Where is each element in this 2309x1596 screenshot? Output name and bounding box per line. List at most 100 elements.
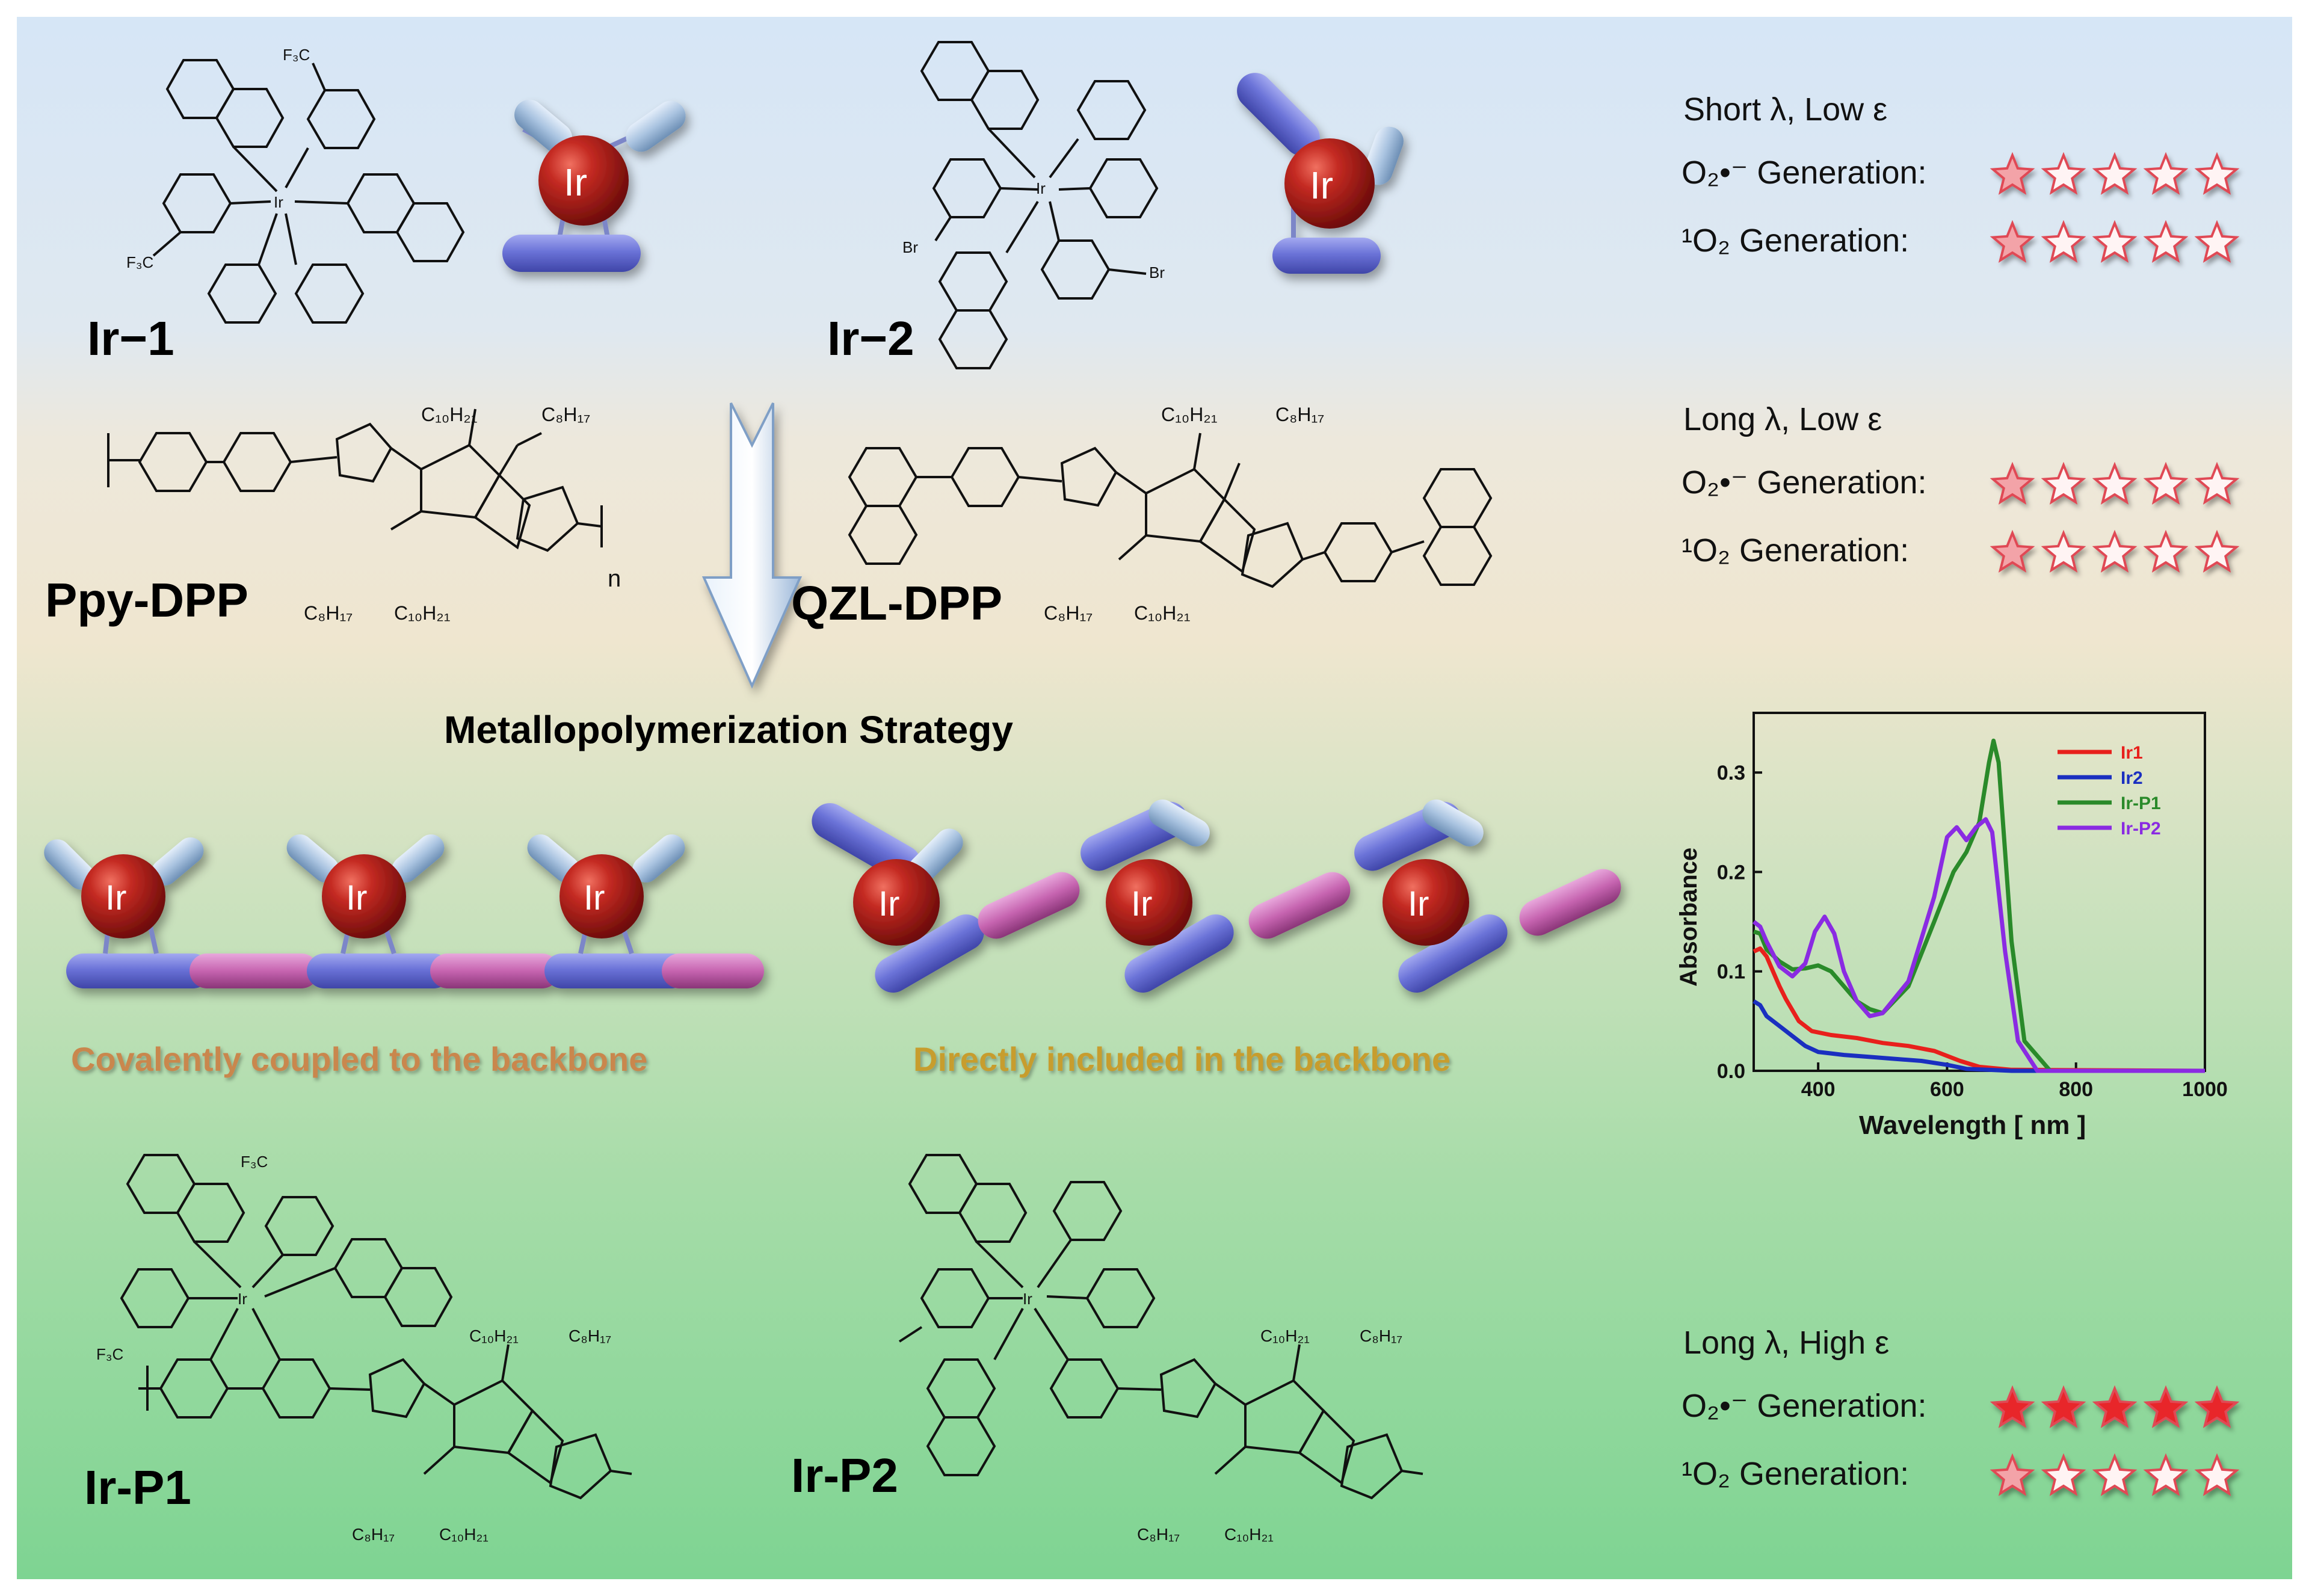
singlet-oxygen-3-star-4-icon	[2143, 1453, 2189, 1496]
label-ir2: Ir−2	[827, 312, 914, 365]
ppy-c10h21: C₁₀H₂₁	[421, 404, 478, 425]
chain2-ir-label-3: Ir	[1408, 884, 1429, 923]
ir1-cartoon	[502, 99, 686, 272]
singlet-oxygen-3-star-3-icon	[2092, 1453, 2138, 1496]
singlet-oxygen-3-star-2-icon	[2041, 1453, 2086, 1496]
irp2-c8h17-b: C₈H₁₇	[1137, 1525, 1180, 1544]
down-arrow	[701, 402, 803, 689]
series-line-ir2	[1753, 999, 2205, 1073]
superoxide-3-star-3-icon	[2092, 1385, 2138, 1428]
background-panel	[17, 17, 2292, 1579]
ir2-structure	[920, 41, 1159, 369]
ir2-cartoon-label: Ir	[1310, 164, 1333, 207]
singlet-oxygen-1-star-5-icon	[2194, 220, 2240, 263]
superoxide-3-star-5-icon	[2194, 1385, 2240, 1428]
series-line-ir-p2	[1752, 817, 2205, 1073]
y-tick-label: 0.1	[1717, 961, 1745, 984]
irp1-cf3: F₃C	[241, 1153, 268, 1171]
superoxide-3-star-1-icon	[1990, 1385, 2035, 1428]
singlet-oxygen-1-star-4-icon	[2143, 220, 2189, 263]
chart-xlabel: Wavelength [ nm ]	[1859, 1111, 2086, 1140]
irp1-ir-small: Ir	[238, 1290, 247, 1308]
qzl-c10h21: C₁₀H₂₁	[1161, 404, 1218, 425]
chain1-ir-label-3: Ir	[584, 878, 605, 917]
series-line-ir1	[1753, 946, 2206, 1073]
singlet-oxygen-2-star-5-icon	[2194, 529, 2240, 573]
qzl-dpp-structure	[848, 433, 1493, 588]
chain1-ir-label-1: Ir	[105, 878, 126, 917]
irp2-structure	[898, 1154, 1423, 1500]
irp2-ir-small: Ir	[1023, 1290, 1032, 1308]
irp1-c8h17: C₈H₁₇	[569, 1326, 611, 1345]
caption-covalent: Covalently coupled to the backbone	[71, 1040, 647, 1078]
ir1-cartoon-label: Ir	[564, 161, 587, 204]
strategy-title: Metallopolymerization Strategy	[444, 708, 1013, 751]
chart-series	[1752, 738, 2206, 1073]
singlet-oxygen-label-3: ¹O₂ Generation:	[1682, 1456, 1909, 1492]
legend-label-ir-p1: Ir-P1	[2121, 793, 2161, 813]
irp2-c8h17: C₈H₁₇	[1360, 1326, 1402, 1345]
ppy-c8h17-bottom: C₈H₁₇	[304, 602, 353, 624]
chain2-ir-label-2: Ir	[1131, 884, 1152, 923]
singlet-oxygen-3-star-5-icon	[2194, 1453, 2240, 1496]
atom-br-right: Br	[1149, 263, 1165, 282]
singlet-oxygen-2-star-2-icon	[2041, 529, 2086, 573]
superoxide-2-star-1-icon	[1990, 461, 2035, 505]
superoxide-2-star-5-icon	[2194, 461, 2240, 505]
property-header-3: Long λ, High ε	[1683, 1325, 1889, 1361]
singlet-oxygen-2-star-3-icon	[2092, 529, 2138, 573]
x-tick-label: 400	[1801, 1078, 1836, 1101]
singlet-oxygen-2-star-4-icon	[2143, 529, 2189, 573]
included-chain-cartoon	[812, 800, 1621, 993]
superoxide-label-2: O₂•⁻ Generation:	[1682, 464, 1927, 501]
label-ppy-dpp: Ppy-DPP	[45, 573, 248, 627]
atom-ir-small-2: Ir	[1036, 179, 1046, 197]
atom-ir-small-1: Ir	[274, 193, 283, 211]
irp1-f3c: F₃C	[96, 1345, 123, 1363]
label-ir1: Ir−1	[87, 312, 174, 365]
x-tick-label: 600	[1930, 1078, 1964, 1101]
superoxide-1-star-3-icon	[2092, 152, 2138, 195]
qzl-c8h17-bottom: C₈H₁₇	[1044, 602, 1093, 624]
property-header-2: Long λ, Low ε	[1683, 401, 1882, 437]
superoxide-2-star-4-icon	[2143, 461, 2189, 505]
x-tick-label: 800	[2059, 1078, 2093, 1101]
property-panels: Short λ, Low ε O₂•⁻ Generation: ¹O₂ Genera…	[1682, 91, 2240, 1496]
superoxide-1-star-2-icon	[2041, 152, 2086, 195]
x-tick-label: 1000	[2182, 1078, 2228, 1101]
y-tick-label: 0.2	[1717, 861, 1745, 884]
irp1-c8h17-b: C₈H₁₇	[352, 1525, 395, 1544]
label-irp1: Ir-P1	[84, 1461, 191, 1514]
caption-included: Directly included in the backbone	[913, 1040, 1450, 1078]
ppy-c8h17: C₈H₁₇	[541, 404, 590, 425]
series-line-ir-p1	[1753, 738, 2205, 1073]
y-tick-label: 0.0	[1717, 1060, 1745, 1083]
singlet-oxygen-1-star-2-icon	[2041, 220, 2086, 263]
superoxide-1-star-5-icon	[2194, 152, 2240, 195]
ir2-cartoon	[1237, 73, 1404, 274]
ppy-dpp-structure	[107, 408, 603, 552]
qzl-c8h17: C₈H₁₇	[1275, 404, 1324, 425]
legend-label-ir-p2: Ir-P2	[2121, 819, 2161, 839]
ir1-structure	[152, 59, 465, 324]
property-header-1: Short λ, Low ε	[1683, 91, 1887, 128]
legend-label-ir2: Ir2	[2121, 768, 2143, 788]
atom-f3c-bottom: F₃C	[126, 253, 153, 271]
singlet-oxygen-1-star-1-icon	[1990, 220, 2035, 263]
ppy-n-sub: n	[608, 565, 621, 592]
qzl-c10h21-bottom: C₁₀H₂₁	[1134, 602, 1191, 624]
singlet-oxygen-1-star-3-icon	[2092, 220, 2138, 263]
legend-label-ir1: Ir1	[2121, 743, 2143, 763]
singlet-oxygen-3-star-1-icon	[1990, 1453, 2035, 1496]
atom-cf3-top: F₃C	[283, 46, 310, 64]
superoxide-3-star-2-icon	[2041, 1385, 2086, 1428]
irp2-c10h21: C₁₀H₂₁	[1260, 1326, 1310, 1345]
superoxide-2-star-3-icon	[2092, 461, 2138, 505]
irp1-c10h21: C₁₀H₂₁	[469, 1326, 519, 1345]
label-irp2: Ir-P2	[791, 1449, 898, 1502]
label-qzl-dpp: QZL-DPP	[791, 576, 1002, 630]
